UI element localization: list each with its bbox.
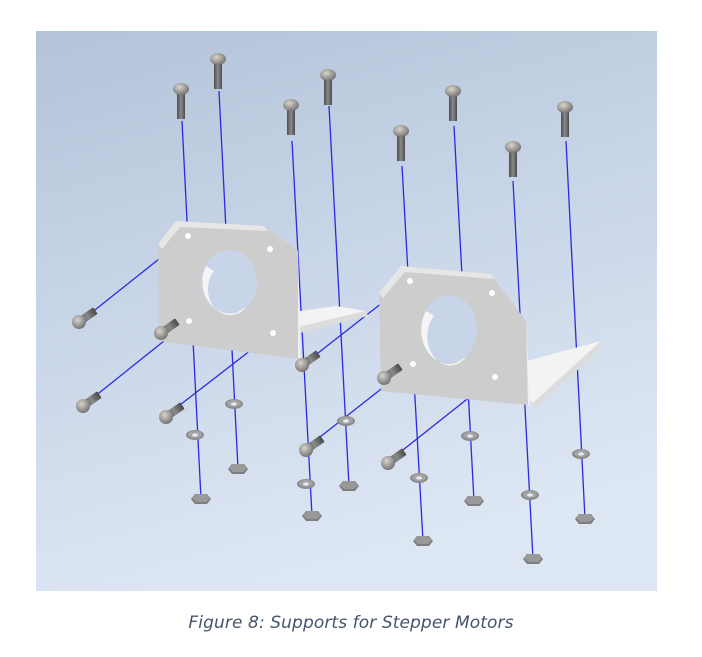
motor-bracket-left (158, 221, 368, 361)
figure-caption: Figure 8: Supports for Stepper Motors (188, 613, 514, 633)
motor-bracket-right (379, 266, 603, 409)
cad-figure (36, 31, 657, 591)
exploded-assembly-render (36, 31, 657, 591)
